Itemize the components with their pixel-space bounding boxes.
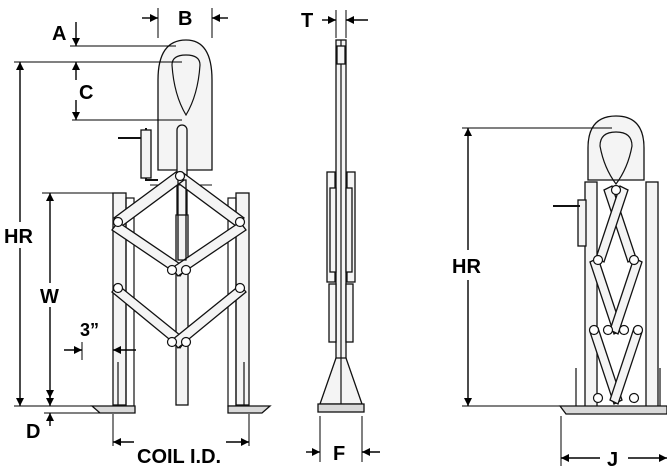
collapsed-bail — [587, 115, 645, 181]
dim-a-label: A — [52, 23, 66, 45]
collapsed-view: HR J — [452, 115, 667, 469]
link — [177, 179, 187, 261]
side-link-lower-left — [328, 283, 337, 343]
collapsed-feet — [558, 405, 667, 415]
front-scissor-links — [111, 170, 247, 349]
link — [171, 221, 247, 277]
dim-three-inch-label: 3” — [80, 320, 99, 340]
pivot-pin — [112, 216, 124, 228]
pivot-pin — [166, 264, 178, 276]
pivot-pin — [174, 170, 186, 182]
pivot-pin — [166, 336, 178, 348]
front-latch-plate — [140, 129, 152, 179]
dim-c-label: C — [79, 82, 93, 104]
dim-t: T — [301, 10, 368, 38]
dim-f: F — [306, 416, 380, 465]
collapsed-bail-eye — [599, 131, 633, 186]
collapsed-latch — [577, 199, 587, 247]
dim-hr-front-label: HR — [4, 226, 33, 248]
dim-c: C — [14, 61, 182, 121]
front-left-foot — [90, 405, 136, 414]
dim-b: B — [142, 8, 228, 38]
dim-j-label: J — [607, 449, 618, 469]
collapsed-right-leg — [645, 181, 659, 409]
front-latch-handle — [118, 128, 158, 181]
pivot-pin — [180, 336, 192, 348]
dim-coil-id-label: COIL I.D. — [137, 446, 221, 468]
pivot-pin — [234, 282, 246, 294]
dim-coil-id: COIL I.D. — [112, 414, 250, 468]
pivot-pin — [112, 282, 124, 294]
side-base-plate — [317, 403, 365, 413]
front-right-foot — [227, 405, 272, 414]
dim-w-label: W — [40, 286, 59, 308]
pivot-pin — [180, 264, 192, 276]
collapsed-left-leg — [584, 181, 598, 409]
collapsed-links — [588, 184, 644, 405]
dim-t-label: T — [301, 10, 313, 32]
dim-f-label: F — [333, 443, 345, 465]
dim-a: A — [52, 22, 176, 47]
dim-j: J — [560, 416, 667, 469]
front-bail — [157, 39, 213, 171]
dim-d: D — [26, 396, 100, 443]
side-view: T F — [301, 10, 380, 465]
dim-hr-front: HR — [4, 62, 92, 407]
dim-hr-right: HR — [452, 127, 612, 407]
side-link-inner-left — [329, 187, 337, 273]
dim-three-inch: 3” — [64, 320, 136, 360]
side-link-inner-right — [345, 187, 353, 273]
dim-w: W — [40, 192, 113, 398]
dim-b-label: B — [178, 8, 192, 30]
pivot-pin — [234, 216, 246, 228]
front-view: B A C HR — [4, 8, 272, 468]
dim-d-label: D — [26, 421, 40, 443]
dim-hr-right-label: HR — [452, 256, 481, 278]
link — [111, 221, 187, 277]
side-upper-block — [336, 45, 346, 65]
side-link-lower-right — [345, 283, 354, 343]
front-bail-eye — [171, 54, 201, 117]
